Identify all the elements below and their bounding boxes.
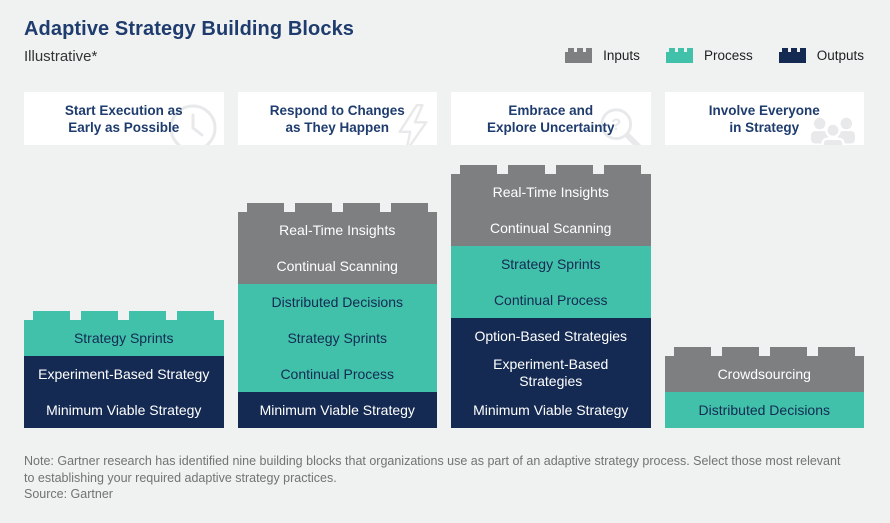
building-block-row: Continual Process — [238, 356, 438, 392]
page-title: Adaptive Strategy Building Blocks — [24, 18, 355, 40]
source-text: Source: Gartner — [24, 487, 113, 501]
building-block-label: Crowdsourcing — [717, 365, 811, 382]
building-block-row: Continual Scanning — [451, 210, 651, 246]
building-block-row: Real-Time Insights — [238, 212, 438, 248]
building-block-row: Strategy Sprints — [24, 320, 224, 356]
building-block-label: Experiment-Based Strategy — [38, 365, 210, 382]
column-header-label: Start Execution as Early as Possible — [64, 102, 183, 135]
building-block-row: Experiment-Based Strategies — [451, 354, 651, 392]
top-bar: Adaptive Strategy Building Blocks Illust… — [0, 0, 890, 65]
building-block-row: Strategy Sprints — [451, 246, 651, 282]
column-header: Start Execution as Early as Possible — [24, 92, 224, 145]
building-block-label: Real-Time Insights — [279, 221, 396, 238]
legend-item-process: Process — [665, 48, 753, 63]
building-block-label: Distributed Decisions — [271, 293, 404, 310]
building-block-label: Continual Process — [280, 365, 395, 382]
block-outputs: Minimum Viable Strategy — [237, 392, 438, 428]
building-block-row: Continual Process — [451, 282, 651, 318]
building-block-label: Option-Based Strategies — [474, 327, 628, 344]
building-block-row: Minimum Viable Strategy — [238, 392, 438, 428]
legend-label: Inputs — [603, 48, 640, 63]
building-block-label: Strategy Sprints — [500, 255, 601, 272]
building-block-label: Continual Process — [493, 291, 608, 308]
magnifier-question-icon: ? — [596, 104, 646, 145]
legend: Inputs Process Outputs — [565, 48, 864, 65]
block-inputs: Crowdsourcing — [664, 356, 865, 392]
building-block-row: Minimum Viable Strategy — [451, 392, 651, 428]
note-text: Note: Gartner research has identified ni… — [24, 454, 841, 485]
brick-studs — [24, 311, 224, 320]
building-block-label: Continual Scanning — [490, 219, 612, 236]
people-icon — [807, 114, 859, 145]
building-block-row: Crowdsourcing — [665, 356, 865, 392]
inputs-brick-icon — [565, 48, 595, 63]
column-header: ?Embrace and Explore Uncertainty — [451, 92, 651, 145]
building-block-label: Strategy Sprints — [287, 329, 388, 346]
brick-studs — [665, 347, 865, 356]
legend-label: Process — [703, 48, 753, 63]
building-block-row: Minimum Viable Strategy — [24, 392, 224, 428]
column-header-label: Respond to Changes as They Happen — [269, 102, 405, 135]
column-header: Involve Everyone in Strategy — [664, 92, 864, 145]
process-brick-icon — [665, 48, 696, 63]
building-block-row: Continual Scanning — [238, 248, 438, 284]
building-block-label: Minimum Viable Strategy — [259, 401, 415, 418]
legend-item-inputs: Inputs — [565, 48, 640, 63]
building-block-row: Distributed Decisions — [665, 392, 865, 428]
building-block-label: Experiment-Based Strategies — [493, 356, 609, 389]
block-process: Strategy Sprints — [24, 320, 224, 356]
clock-icon — [167, 102, 219, 145]
brick-studs — [238, 203, 438, 212]
block-process: Distributed Decisions — [664, 392, 865, 428]
building-block-row: Experiment-Based Strategy — [24, 356, 224, 392]
building-block-label: Minimum Viable Strategy — [46, 401, 202, 418]
building-block-label: Real-Time Insights — [492, 183, 609, 200]
page-subtitle: Illustrative* — [24, 48, 98, 65]
building-block-label: Distributed Decisions — [698, 401, 831, 418]
building-block-row: Strategy Sprints — [238, 320, 438, 356]
column-header: Respond to Changes as They Happen — [237, 92, 437, 145]
outputs-brick-icon — [778, 48, 809, 63]
building-block-label: Strategy Sprints — [73, 329, 174, 346]
column-header-label: Embrace and Explore Uncertainty — [486, 102, 615, 135]
title-block: Adaptive Strategy Building Blocks Illust… — [24, 18, 354, 65]
building-block-label: Minimum Viable Strategy — [473, 401, 629, 418]
legend-item-outputs: Outputs — [778, 48, 864, 63]
building-block-row: Real-Time Insights — [451, 174, 651, 210]
building-block-row: Option-Based Strategies — [451, 318, 651, 354]
brick-studs — [451, 165, 651, 174]
building-block-label: Continual Scanning — [276, 257, 398, 274]
building-block-row: Distributed Decisions — [238, 284, 438, 320]
svg-text:?: ? — [611, 116, 621, 134]
column-header-label: Involve Everyone in Strategy — [708, 102, 820, 135]
lightning-icon — [394, 102, 432, 145]
legend-label: Outputs — [816, 48, 864, 63]
